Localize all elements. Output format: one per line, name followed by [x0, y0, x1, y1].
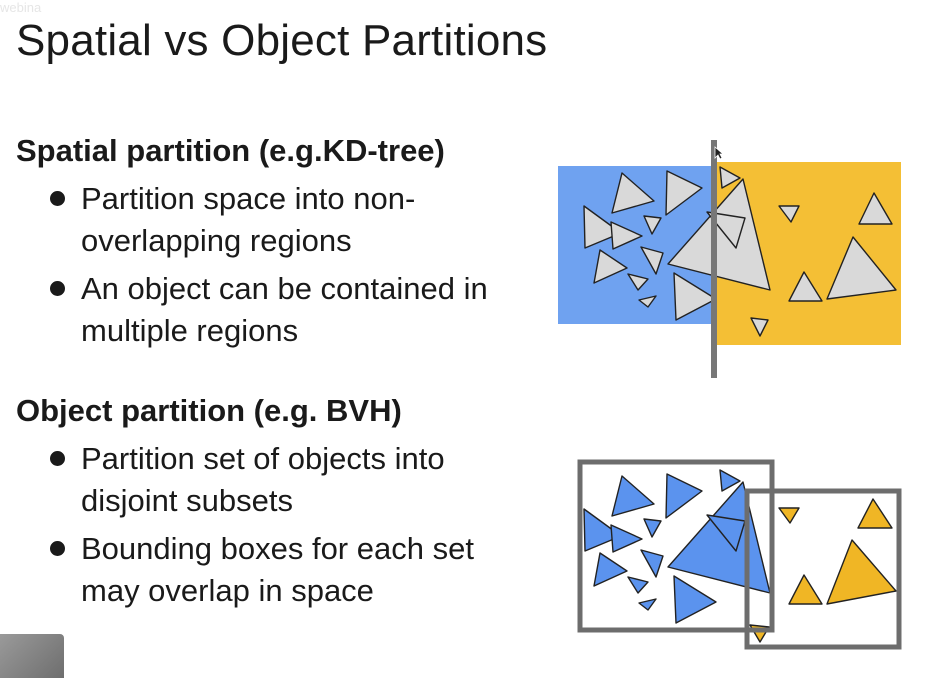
bullet-item: Partition set of objects into disjoint s… [50, 438, 530, 522]
triangle [610, 221, 643, 250]
triangle [667, 178, 771, 291]
triangle [673, 575, 717, 624]
triangle [643, 215, 662, 235]
triangle [788, 574, 823, 605]
mouse-cursor-icon [714, 146, 724, 160]
bullet-dot-icon [50, 451, 65, 466]
triangle [858, 192, 893, 225]
bvh-box-left [577, 459, 775, 633]
bullet-dot-icon [50, 191, 65, 206]
object-triangles [583, 469, 897, 643]
bullet-text: Partition space into non-overlapping reg… [81, 181, 416, 258]
triangle [673, 272, 717, 321]
object-partition-heading: Object partition (e.g. BVH) [16, 393, 402, 428]
kd-tree-figure [558, 140, 901, 378]
triangle [826, 539, 897, 605]
triangle [610, 524, 643, 553]
triangle [719, 469, 741, 492]
spatial-partition-bullets: Partition space into non-overlapping reg… [50, 178, 530, 358]
triangle [611, 475, 655, 517]
bullet-text: Partition set of objects into disjoint s… [81, 441, 445, 518]
triangle [665, 170, 703, 216]
triangle [593, 249, 628, 284]
bullet-dot-icon [50, 281, 65, 296]
triangle [627, 576, 649, 594]
bullet-dot-icon [50, 541, 65, 556]
object-partition-bullets: Partition set of objects into disjoint s… [50, 438, 530, 618]
bullet-text: Bounding boxes for each set may overlap … [81, 531, 474, 608]
spatial-partition-heading: Spatial partition (e.g.KD-tree) [16, 133, 445, 168]
triangle [583, 205, 622, 249]
bullet-item: Bounding boxes for each set may overlap … [50, 528, 530, 612]
bullet-item: Partition space into non-overlapping reg… [50, 178, 530, 262]
triangle [719, 166, 741, 189]
kd-split-line [711, 140, 717, 378]
triangle [857, 498, 893, 529]
triangle [583, 508, 622, 552]
triangle [638, 598, 657, 611]
bvh-figure [577, 459, 902, 650]
triangle [640, 549, 664, 578]
spatial-triangles [583, 166, 897, 337]
triangle [826, 236, 897, 300]
triangle [643, 518, 662, 538]
triangle [706, 514, 746, 552]
watermark: webina [0, 0, 42, 15]
triangle [611, 172, 655, 214]
triangle [750, 317, 769, 337]
bullet-item: An object can be contained in multiple r… [50, 268, 530, 352]
triangle [665, 473, 703, 519]
bullet-text: An object can be contained in multiple r… [81, 271, 488, 348]
slide-title: Spatial vs Object Partitions [16, 16, 548, 65]
triangle [788, 271, 823, 302]
triangle [627, 273, 649, 291]
triangle [640, 246, 664, 275]
triangle [638, 295, 657, 308]
triangle [593, 552, 628, 587]
bvh-box-right [744, 488, 902, 650]
triangle [778, 205, 800, 223]
triangle [778, 507, 800, 524]
webcam-thumbnail [0, 634, 64, 678]
